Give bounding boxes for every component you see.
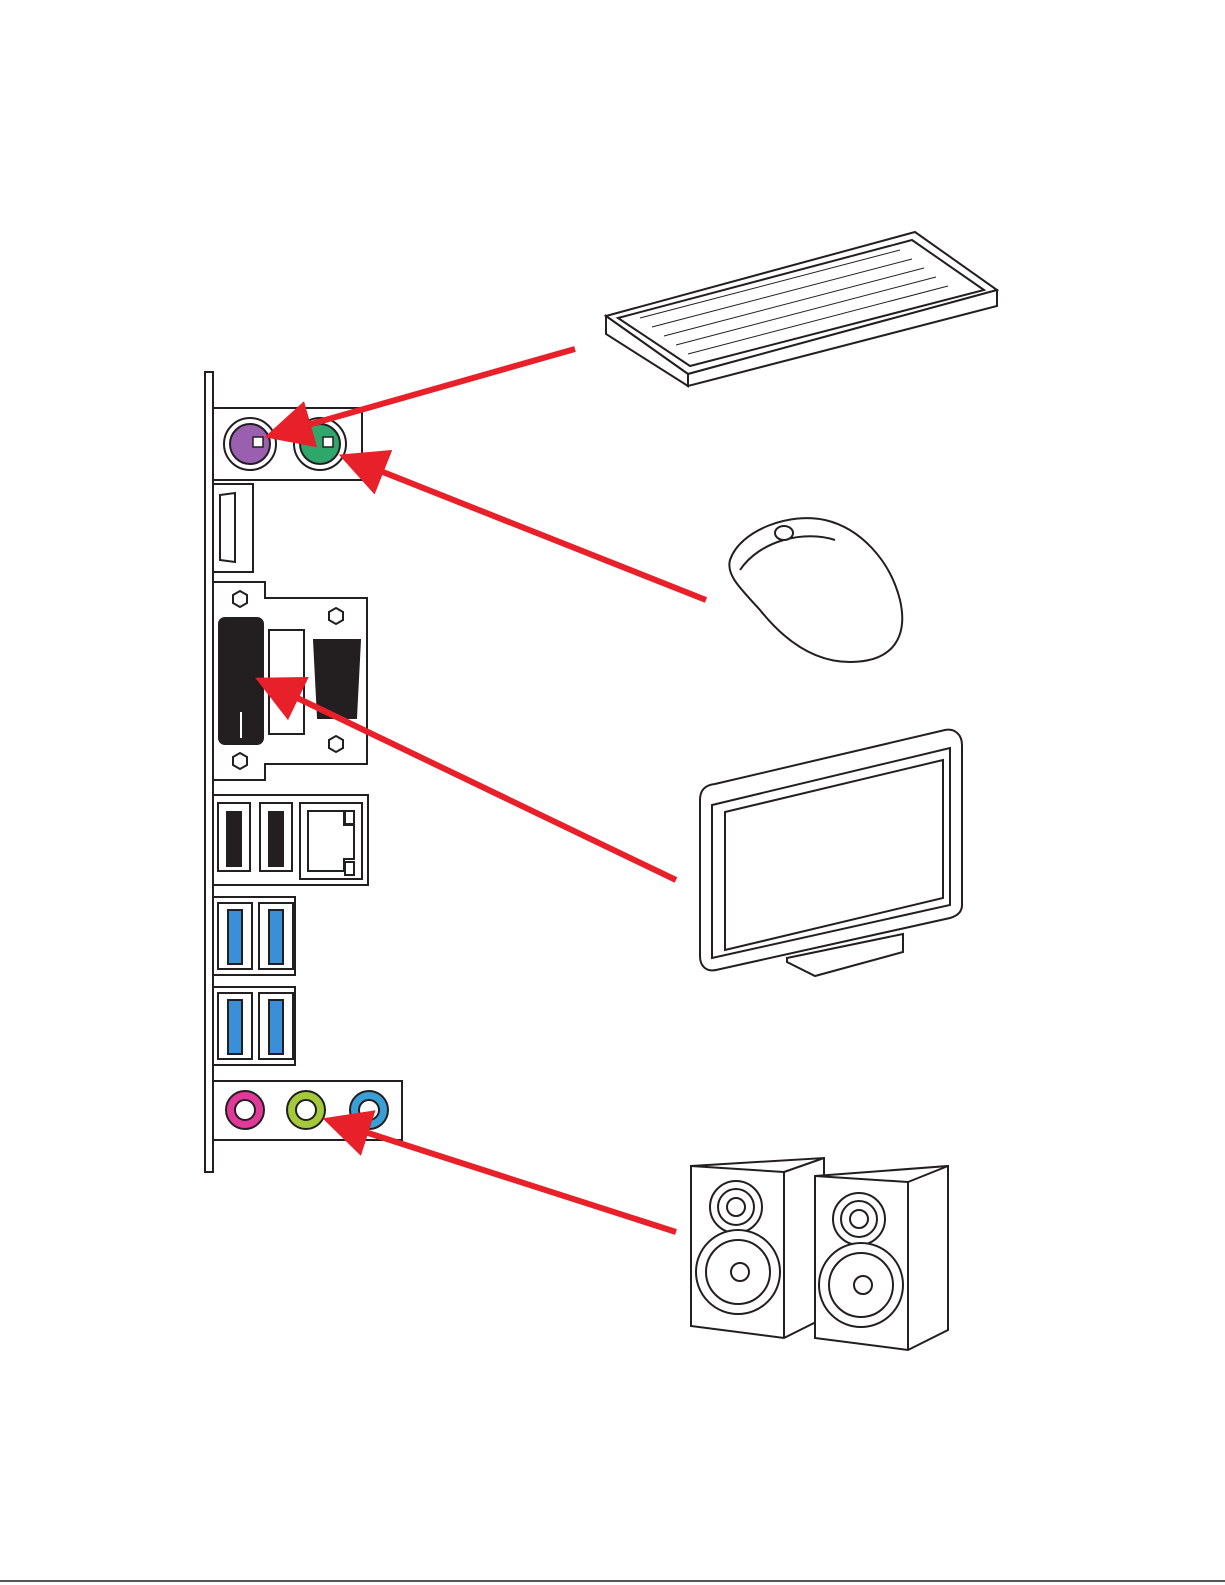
speaker-right-icon [815, 1166, 948, 1350]
audio-mic-jack-icon[interactable] [350, 1091, 388, 1129]
rj45-port-icon[interactable] [300, 803, 362, 879]
keyboard-icon [606, 232, 997, 386]
hdmi-port-icon[interactable] [213, 484, 253, 572]
audio-line-in-jack-icon[interactable] [226, 1091, 264, 1129]
blank-slot [269, 630, 304, 734]
monitor-icon [700, 730, 962, 976]
audio-line-out-jack-icon[interactable] [287, 1091, 325, 1129]
dvi-port-icon[interactable] [219, 618, 263, 744]
io-panel [205, 372, 402, 1172]
arrow-keyboard-to-ps2 [276, 349, 575, 434]
connection-arrows [266, 349, 706, 1232]
usb3-port-icon[interactable] [218, 903, 252, 969]
arrow-speakers-to-audio [334, 1122, 676, 1232]
io-bracket [205, 372, 213, 1172]
usb3-port-icon[interactable] [259, 903, 293, 969]
usb3-port-icon[interactable] [259, 993, 293, 1059]
speaker-left-icon [691, 1158, 824, 1338]
ps2-keyboard-port-icon[interactable] [224, 418, 276, 470]
speakers-icon [691, 1158, 948, 1350]
usb2-port-icon[interactable] [218, 803, 250, 871]
usb3-port-icon[interactable] [218, 993, 252, 1059]
mouse-icon [729, 518, 902, 662]
usb2-port-icon[interactable] [260, 803, 292, 871]
arrow-mouse-to-ps2 [350, 459, 706, 600]
